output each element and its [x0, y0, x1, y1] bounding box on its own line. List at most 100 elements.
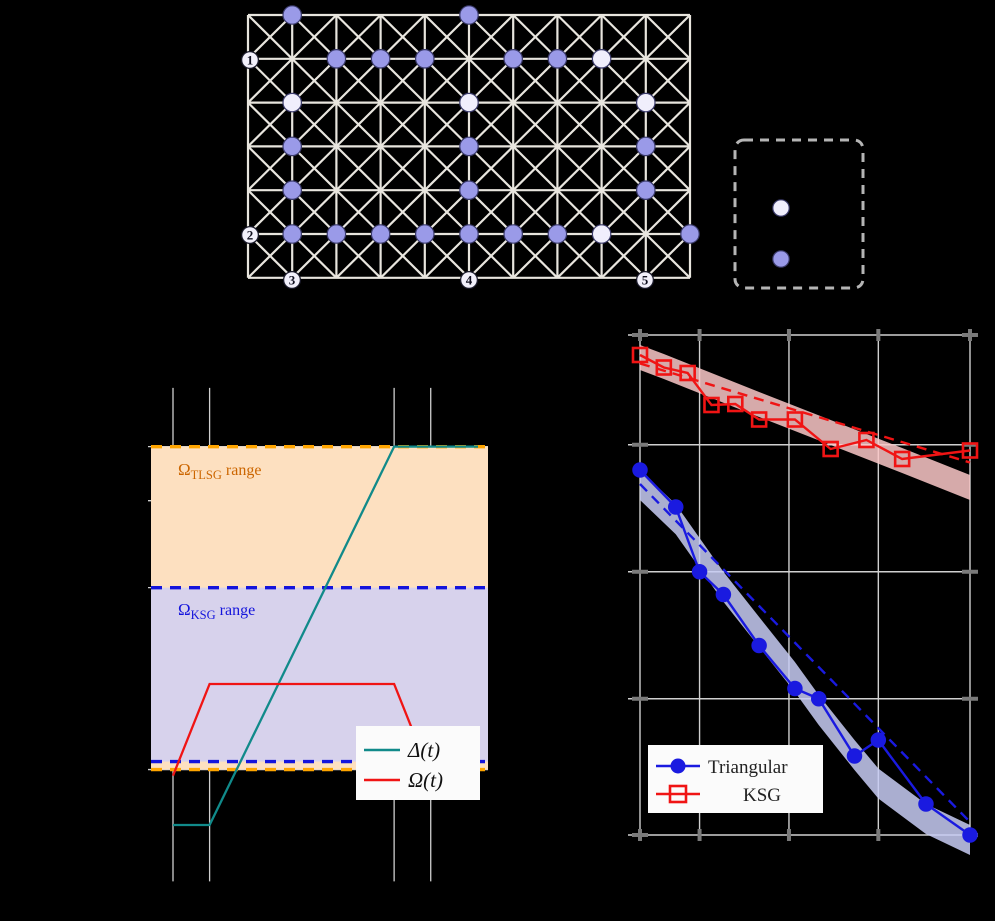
pulse-legend[interactable]: Δ(t) Ω(t) [356, 726, 480, 800]
lattice-edge-d2 [468, 189, 514, 235]
lattice-node [282, 224, 302, 244]
legend-omega-label[interactable]: Ω(t) [408, 768, 443, 792]
lattice-node [370, 224, 391, 244]
lattice-edge-d2 [600, 145, 647, 191]
boundary-label-disc [240, 50, 260, 70]
lattice-node [635, 92, 656, 113]
lattice-node [503, 48, 523, 69]
data-point [679, 364, 696, 382]
lattice-node [680, 224, 700, 244]
lattice-edge-d2 [468, 14, 514, 60]
data-point [703, 396, 720, 414]
boundary-label-text: 2 [247, 228, 254, 243]
boundary-label-text: 5 [642, 273, 649, 288]
boundary-label-disc [282, 270, 302, 290]
lattice-edge-d2 [468, 233, 514, 279]
data-point [691, 564, 708, 580]
data-point [918, 796, 934, 812]
lattice-edge-d2 [556, 145, 603, 191]
lattice-node [635, 180, 656, 200]
data-point [893, 450, 911, 468]
lattice-edge-d2 [645, 58, 691, 104]
data-series [631, 346, 979, 843]
lattice-edge-d2 [645, 145, 691, 191]
trend-KSG [639, 362, 971, 464]
lattice-edge-d2 [291, 233, 338, 279]
legend-dot-ground [772, 199, 790, 217]
lattice-node [591, 224, 612, 244]
data-point [870, 732, 887, 748]
data-point [751, 637, 767, 654]
legend-triangular-marker [670, 758, 686, 774]
lattice-node [282, 180, 302, 200]
legend-triangular-label[interactable]: Triangular [708, 757, 788, 778]
lattice-edge-d2 [335, 58, 382, 104]
lattice-node [282, 136, 302, 157]
lattice-edge-d2 [645, 233, 691, 279]
lattice-edge-d2 [424, 58, 470, 104]
data-point [787, 680, 803, 697]
legend-delta-label[interactable]: Δ(t) [407, 738, 440, 762]
data-point [962, 827, 978, 843]
lattice-node [326, 48, 347, 69]
lattice-edge-d2 [247, 58, 293, 104]
lattice-node [459, 224, 479, 244]
lattice-edge-d2 [512, 233, 559, 279]
lattice-edge-d2 [424, 14, 470, 60]
lattice-edge-d2 [645, 14, 691, 60]
lattice-edge-d2 [247, 14, 293, 60]
legend-ksg-marker [668, 784, 688, 804]
data-point [858, 431, 875, 449]
lattice-node [503, 224, 523, 244]
lattice-edge-d2 [468, 101, 514, 148]
lattice-edge-d2 [291, 189, 338, 235]
lattice-edge-d2 [379, 101, 426, 148]
lattice-edge-d2 [512, 101, 559, 148]
lattice-node [414, 48, 435, 69]
lattice-edge-d2 [600, 233, 647, 279]
lattice-node [459, 5, 479, 25]
band-KSG [640, 345, 970, 500]
boundary-label-text: 4 [466, 273, 473, 288]
lattice-edge-d2 [468, 145, 514, 191]
lattice-edge-d2 [247, 233, 293, 279]
data-point [750, 411, 768, 428]
lattice-node [326, 224, 347, 244]
lattice-edge-d2 [512, 145, 559, 191]
lattice-edge-d2 [291, 14, 338, 60]
lattice-node [591, 48, 612, 69]
lattice-edge-d2 [379, 189, 426, 235]
lattice-edge-d2 [247, 189, 293, 235]
data-point [667, 499, 684, 515]
lattice-edge-d2 [424, 189, 470, 235]
lattice-node [547, 48, 568, 69]
pulse-legend-bg [356, 726, 480, 800]
lattice-node [459, 136, 479, 157]
lattice-edge-d2 [335, 14, 382, 60]
lattice-node [635, 136, 656, 157]
lattice-edge-d2 [512, 189, 559, 235]
lattice-edge-d2 [379, 14, 426, 60]
boundary-label-disc [635, 270, 655, 290]
boundary-label-text: 3 [289, 273, 296, 288]
data-point [822, 440, 839, 458]
data-point [810, 691, 827, 707]
trend-Triangular [639, 483, 971, 823]
lattice-edge-d2 [600, 101, 647, 148]
band-label-KSG: ΩKSG range [178, 600, 255, 622]
lattice-edge-d2 [424, 101, 470, 148]
data-point [631, 346, 649, 364]
lattice-edge-d2 [600, 189, 647, 235]
lattice-edge-d2 [556, 189, 603, 235]
curve-Δ [173, 445, 478, 827]
lattice-edge-d2 [379, 145, 426, 191]
legend-ksg-label[interactable]: KSG [743, 785, 781, 806]
lattice-edge-d2 [468, 58, 514, 104]
data-point [715, 586, 732, 603]
